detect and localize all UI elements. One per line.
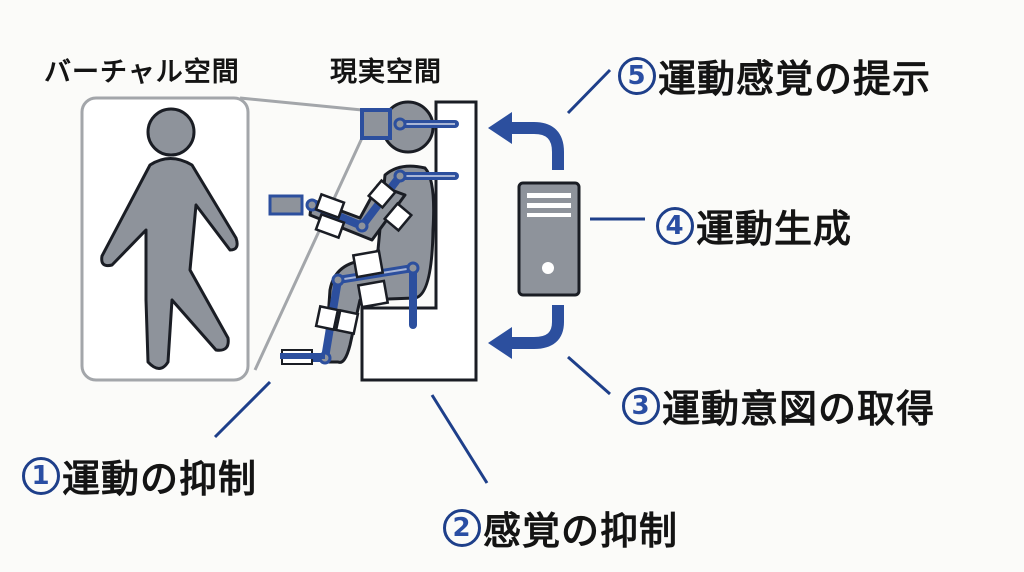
chair	[360, 100, 478, 382]
heading-real-space: 現実空間	[330, 57, 442, 88]
arrow-to-upper-body	[510, 122, 564, 170]
leader-line-2	[430, 394, 489, 484]
step-3-label: 3 運動意図の取得	[622, 378, 935, 433]
step-number-badge: 1	[22, 456, 60, 495]
arrow-head-up-icon	[488, 112, 512, 144]
server-tower-icon	[517, 181, 581, 297]
arrow-from-lower-body	[510, 305, 564, 349]
step-number-badge: 4	[656, 206, 694, 245]
leader-line-1	[213, 380, 272, 439]
step-4-label: 4 運動生成	[656, 198, 852, 253]
arrow-head-down-icon	[488, 327, 512, 359]
step-text: 運動意図の取得	[662, 387, 936, 431]
step-number-badge: 2	[443, 508, 481, 547]
step-5-label: 5 運動感覚の提示	[618, 48, 931, 103]
head-mounted-display-icon	[360, 108, 392, 140]
step-text: 運動の抑制	[62, 457, 258, 501]
leader-line-3	[567, 355, 611, 396]
step-number-badge: 3	[622, 386, 660, 425]
leader-lines	[213, 68, 645, 484]
step-1-label: 1 運動の抑制	[22, 448, 257, 503]
step-2-label: 2 感覚の抑制	[443, 500, 678, 555]
seated-person-exoskeleton-icon	[268, 100, 459, 365]
step-text: 運動生成	[696, 207, 853, 251]
heading-virtual-space: バーチャル空間	[44, 57, 240, 88]
leader-line-5	[566, 68, 612, 115]
walking-person-icon	[100, 107, 239, 370]
step-text: 感覚の抑制	[483, 509, 679, 553]
step-text: 運動感覚の提示	[658, 57, 932, 101]
projection-line-top	[239, 96, 363, 112]
step-number-badge: 5	[618, 56, 656, 95]
projection-line-bottom	[253, 137, 364, 371]
